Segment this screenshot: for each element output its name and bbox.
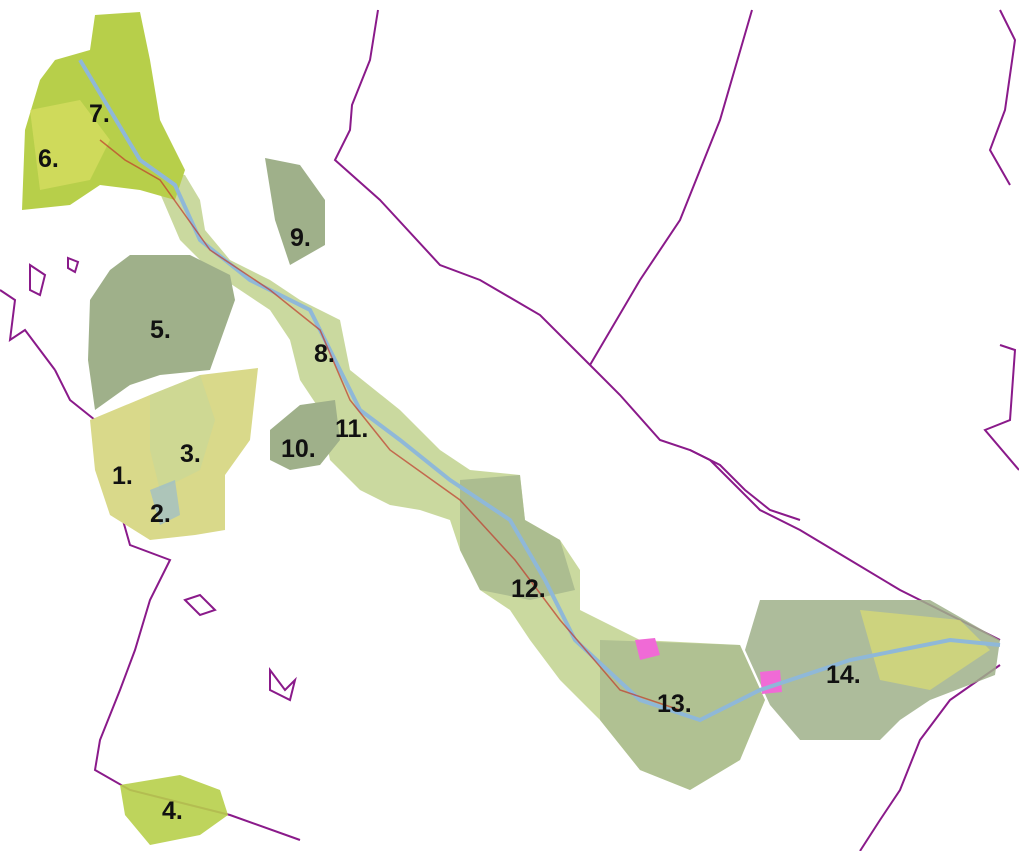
- zone-label-11[interactable]: 11.: [335, 415, 368, 443]
- zone-patch: [635, 638, 660, 660]
- zone-label-5[interactable]: 5.: [150, 316, 171, 344]
- zone-patch: [150, 480, 180, 525]
- boundary-line: [269, 667, 297, 702]
- road-line: [99, 139, 681, 711]
- zone-label-6[interactable]: 6.: [38, 145, 59, 173]
- zone-label-4[interactable]: 4.: [162, 797, 183, 825]
- zone-label-1[interactable]: 1.: [112, 462, 133, 490]
- boundary-line: [988, 9, 1017, 186]
- zone-patch: [150, 170, 765, 790]
- zone-label-10[interactable]: 10.: [281, 435, 316, 463]
- zone-patch: [265, 158, 325, 265]
- boundary-line: [689, 449, 801, 521]
- zone-patch: [860, 610, 990, 690]
- zone-label-2[interactable]: 2.: [150, 500, 171, 528]
- zone-patch: [270, 400, 340, 470]
- boundary-line: [859, 664, 1001, 851]
- boundary-line: [589, 9, 753, 366]
- boundary-line: [333, 9, 1001, 641]
- zone-label-13[interactable]: 13.: [657, 690, 692, 718]
- zone-patch: [88, 255, 235, 410]
- zone-label-8[interactable]: 8.: [314, 340, 335, 368]
- zone-patch: [120, 775, 228, 845]
- zone-patch: [30, 100, 110, 190]
- river-line: [78, 58, 1001, 723]
- boundary-line: [67, 256, 80, 274]
- zone-label-3[interactable]: 3.: [180, 440, 201, 468]
- zone-label-12[interactable]: 12.: [511, 575, 546, 603]
- boundary-line: [183, 593, 217, 617]
- zone-label-7[interactable]: 7.: [89, 100, 110, 128]
- boundary-line: [0, 289, 56, 371]
- boundary-line: [29, 263, 47, 297]
- boundary-line: [983, 344, 1019, 471]
- zone-label-9[interactable]: 9.: [290, 224, 311, 252]
- zone-labels: 1. 2. 3. 4. 5. 6. 7. 8. 9. 10. 11. 12. 1…: [38, 100, 861, 825]
- zone-label-14[interactable]: 14.: [826, 661, 861, 689]
- zone-patch: [150, 375, 215, 490]
